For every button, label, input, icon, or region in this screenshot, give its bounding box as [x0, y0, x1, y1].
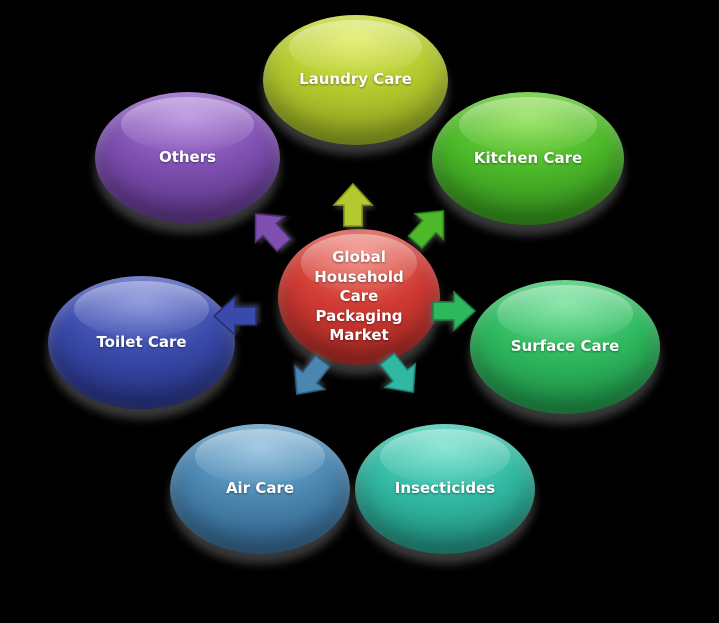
node-label: Insecticides: [394, 479, 496, 498]
gloss-highlight: [195, 429, 325, 484]
gloss-highlight: [120, 97, 255, 153]
gloss-highlight: [496, 285, 634, 342]
gloss-highlight: [458, 97, 598, 154]
gloss-highlight: [74, 281, 209, 338]
center-label: Global Household Care Packaging Market: [314, 248, 404, 345]
node-label: Toilet Care: [96, 332, 187, 351]
node-label: Kitchen Care: [473, 148, 583, 167]
node-toilet-care: Toilet Care: [48, 276, 235, 409]
node-insecticides: Insecticides: [355, 424, 535, 554]
gloss-highlight: [380, 429, 510, 484]
node-label: Laundry Care: [299, 70, 412, 89]
node-laundry-care: Laundry Care: [263, 15, 448, 145]
arrow-others-icon: [254, 213, 292, 253]
node-label: Others: [158, 147, 217, 166]
node-center-market: Global Household Care Packaging Market: [278, 229, 440, 365]
node-others: Others: [95, 92, 280, 223]
node-air-care: Air Care: [170, 424, 350, 554]
arrow-laundry-care-icon: [332, 182, 374, 227]
node-surface-care: Surface Care: [470, 280, 660, 414]
node-label: Surface Care: [510, 337, 620, 356]
node-kitchen-care: Kitchen Care: [432, 92, 624, 225]
gloss-highlight: [288, 20, 423, 75]
node-label: Air Care: [225, 479, 295, 498]
